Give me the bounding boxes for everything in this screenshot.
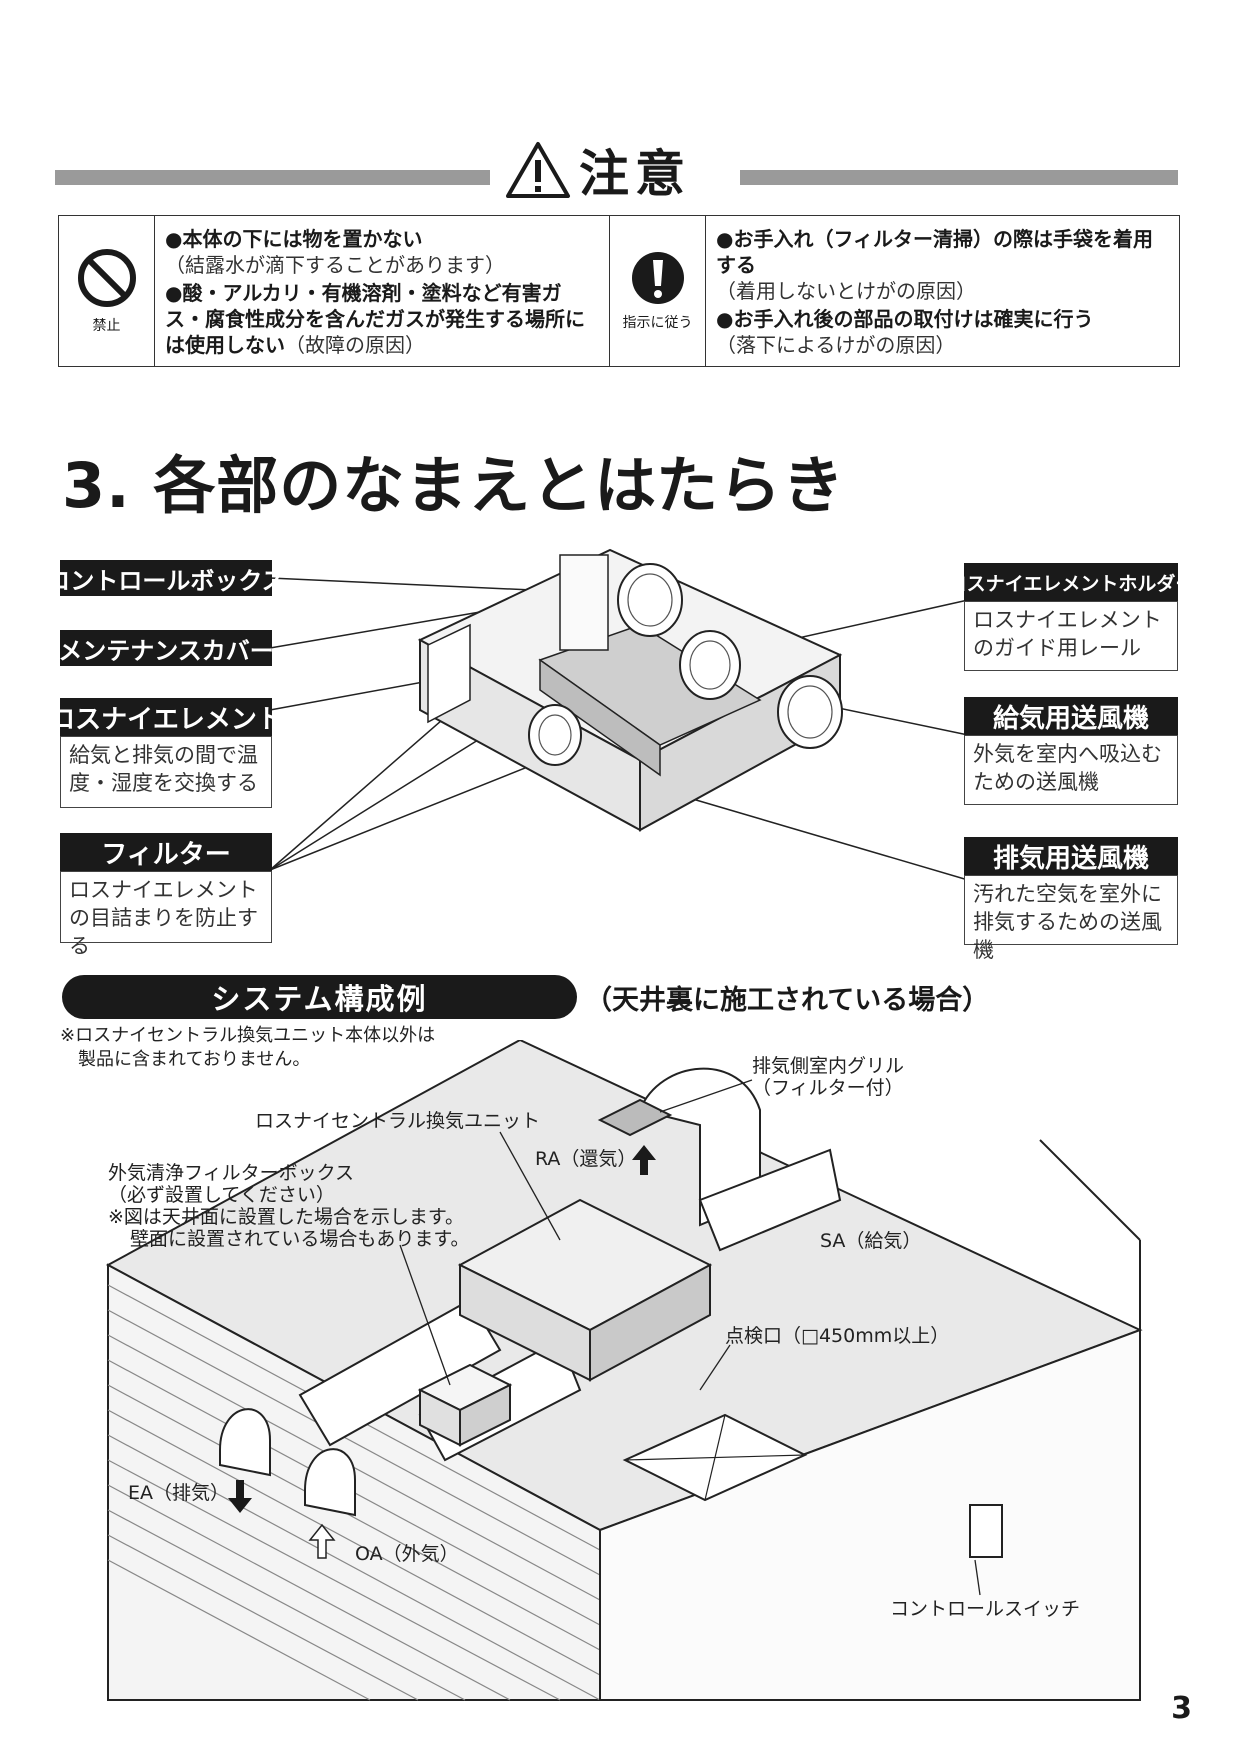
system-illustration [105,1040,1143,1701]
instruct-item-2: ●お手入れ後の部品の取付けは確実に行う （落下によるけがの原因） [716,307,1094,357]
label-element: ロスナイエレメント [49,698,283,736]
caution-title: 注意 [579,145,691,203]
ea-label: EA（排気） [128,1482,230,1504]
instruct-text: ●お手入れ（フィルター清掃）の際は手袋を着用する （着用しないとけがの原因） ●… [706,216,1173,366]
label-element-holder: ロスナイエレメントホルダー [948,563,1194,601]
caution-heading: 注意 [505,135,691,205]
switch-label: コントロールスイッチ [890,1598,1081,1620]
holder-desc: ロスナイエレメントのガイド用レール [964,601,1178,671]
warning-triangle-icon [506,142,570,198]
airflow-arrows [228,1145,656,1559]
instruct-label: 指示に従う [622,315,693,331]
system-note: ※ロスナイセントラル換気ユニット本体以外は 製品に含まれておりません。 [60,1025,436,1070]
ra-label: RA（還気） [535,1148,637,1170]
label-control-box: コントロールボックス [46,560,286,596]
system-heading: システム構成例 [62,975,577,1019]
caution-bar-right [740,170,1178,185]
filter-box [417,1363,513,1447]
caution-table: 禁止 ●本体の下には物を置かない （結露水が滴下することがあります） ●酸・アル… [58,215,1180,367]
prohibit-item-1: ●本体の下には物を置かない （結露水が滴下することがあります） [165,227,505,277]
label-exhaust-fan: 排気用送風機 [964,837,1178,875]
prohibit-cell: 禁止 [59,216,155,366]
caution-bar-left [55,170,490,185]
element-desc: 給気と排気の間で温度・湿度を交換する [60,736,272,808]
filterbox-label: 外気清浄フィルターボックス （必ず設置してください） ※図は天井面に設置した場合… [108,1162,470,1250]
filter-desc: ロスナイエレメントの目詰まりを防止する [60,871,272,958]
label-supply-fan: 給気用送風機 [964,697,1178,735]
grille-label: 排気側室内グリル （フィルター付） [752,1055,905,1099]
instruct-cell: 指示に従う [610,216,706,366]
inspection-hatch [622,1413,808,1502]
unit-body [417,548,843,832]
prohibit-icon [77,249,136,307]
sa-label: SA（給気） [820,1230,922,1252]
inspection-label: 点検口（□450mm以上） [725,1325,950,1347]
exhaust-fan-desc: 汚れた空気を室外に排気するための送風機 [964,875,1178,962]
page-number: 3 [1171,1691,1192,1726]
section-title: 3. 各部のなまえとはたらき [62,449,846,522]
supply-fan-desc: 外気を室内へ吸込むための送風機 [964,735,1178,805]
exclamation-icon [631,252,684,304]
label-filter: フィルター [60,833,272,871]
oa-label: OA（外気） [355,1543,459,1565]
system-subheading: （天井裏に施工されている場合） [585,985,990,1016]
central-unit [457,1198,713,1382]
indoor-grille [597,1098,673,1137]
prohibit-item-2: ●酸・アルカリ・有機溶剤・塗料など有害ガス・腐食性成分を含んだガスが発生する場所… [165,281,585,357]
control-switch-icon [969,1504,1003,1558]
label-maintenance-cover: メンテナンスカバー [58,630,274,666]
instruct-item-1: ●お手入れ（フィルター清掃）の際は手袋を着用する （着用しないとけがの原因） [716,227,1154,303]
prohibit-text: ●本体の下には物を置かない （結露水が滴下することがあります） ●酸・アルカリ・… [155,216,610,366]
wall-hoods [219,1408,356,1517]
unit-illustration [269,548,969,881]
prohibit-label: 禁止 [92,318,121,334]
system-leaders [399,1079,981,1596]
unit-label: ロスナイセントラル換気ユニット [255,1110,541,1132]
